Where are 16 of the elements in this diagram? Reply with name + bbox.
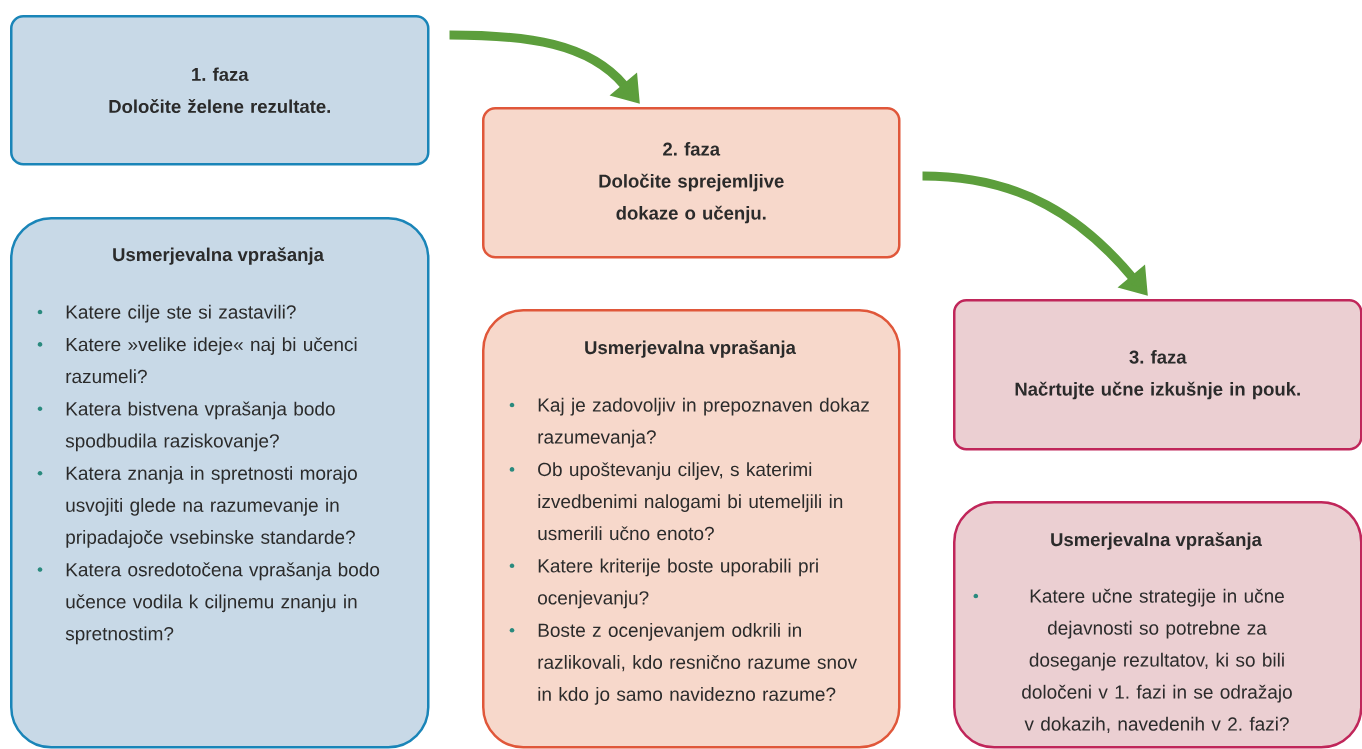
list-item: Boste z ocenjevanjem odkrili in razlikovali, kdo resnično razume snov in kdo jo samo navidezno razume? (509, 623, 858, 705)
list-item: Ob upoštevanju ciljev, s katerimi izvedbenimi nalogami bi utemeljili in usmerili učno enoto? (509, 462, 843, 541)
card-heading: Usmerjevalna vprašanja (113, 247, 324, 265)
list-item: Kaj je zadovoljiv in prepoznaven dokaz razumevanja? (509, 397, 869, 448)
list-item: Katere cilje ste si zastavili? (37, 304, 296, 323)
list-item: Katera bistvena vprašanja bodo spodbudila raziskovanje? (37, 401, 335, 452)
card-heading: Usmerjevalna vprašanja (1051, 532, 1262, 550)
phase-box: 3. faza Načrtujte učne izkušnje in pouk. (953, 299, 1362, 451)
list-item: Katera znanja in spretnosti morajo usvojiti glede na razumevanje in pripadajoče vsebinske standarde? (37, 466, 357, 548)
list-item: Katere »velike ideje« naj bi učenci razumeli? (37, 337, 357, 384)
phase-box: 1. faza Določite želene rezultate. (10, 15, 430, 166)
list-item: Katere kriterije boste uporabili pri ocenjevanju? (509, 558, 818, 609)
list-item: Katera osredotočena vprašanja bodo učence vodila k ciljnemu znanju in spretnostim? (37, 562, 380, 645)
card-heading: Usmerjevalna vprašanja (585, 340, 796, 358)
phase-box: 2. faza Določite sprejemljive dokaze o učenju. (482, 107, 901, 259)
list-item: Katere učne strategije in učne dejavnosti so potrebne za doseganje rezultatov, ki so bili določeni v 1. fazi in se odražajo v dokazih, navedenih v 2. fazi? (973, 588, 1292, 733)
